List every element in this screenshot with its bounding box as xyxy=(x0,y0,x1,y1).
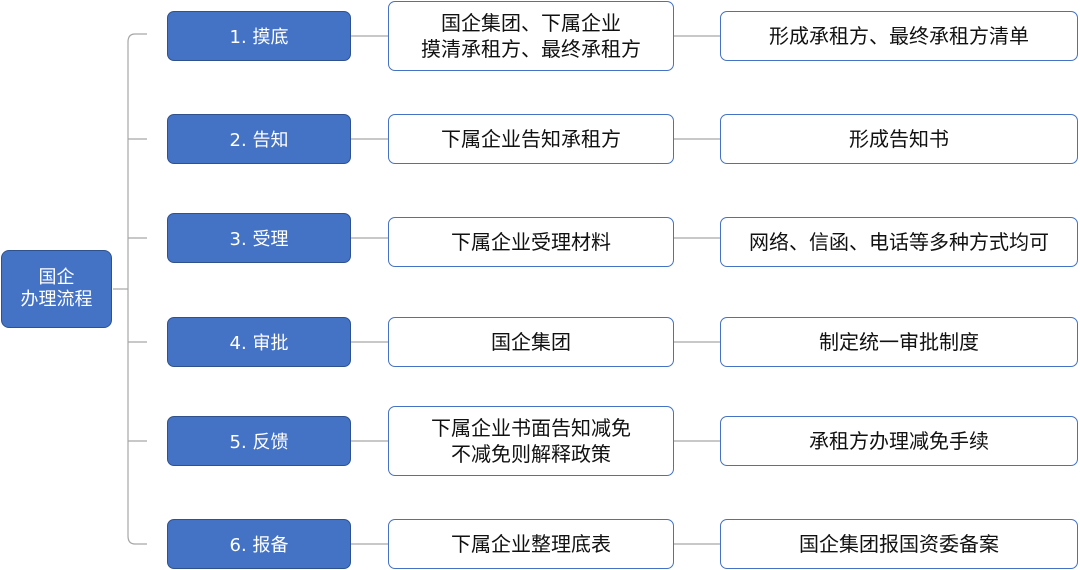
step-node: 1. 摸底 xyxy=(167,11,351,61)
action-node: 国企集团 xyxy=(388,317,674,367)
step-node: 5. 反馈 xyxy=(167,416,351,466)
action-text: 下属企业告知承租方 xyxy=(441,127,621,151)
result-node: 制定统一审批制度 xyxy=(720,317,1078,367)
result-text: 承租方办理减免手续 xyxy=(809,429,989,453)
action-node: 下属企业告知承租方 xyxy=(388,114,674,164)
root-label-line-1: 国企 xyxy=(38,267,75,288)
action-node: 下属企业整理底表 xyxy=(388,519,674,569)
result-text: 形成告知书 xyxy=(849,127,949,151)
root-label-line-2: 办理流程 xyxy=(20,289,93,310)
step-node: 6. 报备 xyxy=(167,519,351,569)
action-text: 下属企业受理材料 xyxy=(451,230,611,254)
step-node: 4. 审批 xyxy=(167,317,351,367)
action-node: 下属企业受理材料 xyxy=(388,217,674,267)
result-text: 网络、信函、电话等多种方式均可 xyxy=(749,230,1049,254)
step-node: 2. 告知 xyxy=(167,114,351,164)
bracket-connector xyxy=(127,33,147,545)
result-text: 国企集团报国资委备案 xyxy=(799,532,999,556)
root-node: 国企 办理流程 xyxy=(1,250,112,328)
result-node: 承租方办理减免手续 xyxy=(720,416,1078,466)
result-node: 网络、信函、电话等多种方式均可 xyxy=(720,217,1078,267)
action-text: 国企集团 xyxy=(491,330,571,354)
action-node: 下属企业书面告知减免不减免则解释政策 xyxy=(388,406,674,476)
action-text: 下属企业整理底表 xyxy=(451,532,611,556)
step-node: 3. 受理 xyxy=(167,213,351,263)
result-node: 形成告知书 xyxy=(720,114,1078,164)
result-text: 形成承租方、最终承租方清单 xyxy=(769,24,1029,48)
action-text: 摸清承租方、最终承租方 xyxy=(421,37,641,61)
action-node: 国企集团、下属企业摸清承租方、最终承租方 xyxy=(388,1,674,71)
result-node: 形成承租方、最终承租方清单 xyxy=(720,11,1078,61)
action-text: 下属企业书面告知减免 xyxy=(431,416,631,440)
result-text: 制定统一审批制度 xyxy=(819,330,979,354)
result-node: 国企集团报国资委备案 xyxy=(720,519,1078,569)
action-text: 不减免则解释政策 xyxy=(451,442,611,466)
action-text: 国企集团、下属企业 xyxy=(441,11,621,35)
